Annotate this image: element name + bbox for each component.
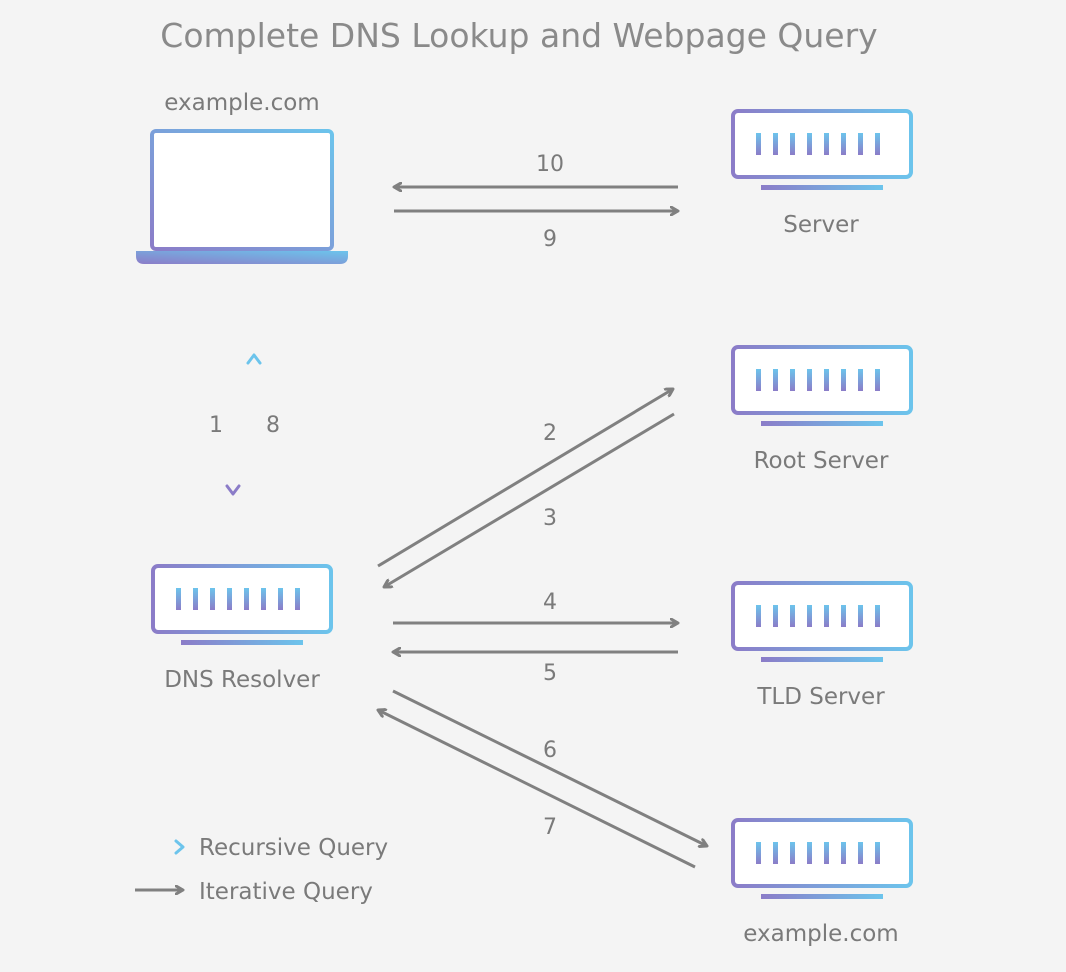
- legend-recursive-arrowhead: [174, 839, 185, 855]
- step-4-label: 4: [543, 590, 557, 615]
- step-8-label: 8: [266, 413, 280, 438]
- legend-recursive-label: Recursive Query: [199, 835, 388, 861]
- step-9-label: 9: [543, 227, 557, 252]
- authoritative-server-icon: [731, 818, 913, 900]
- tld-server-icon: [731, 581, 913, 663]
- step-6-label: 6: [543, 738, 557, 763]
- dns-resolver-icon: [151, 564, 333, 646]
- arrow-step-2: [377, 389, 673, 568]
- arrow-step-8-head: [246, 353, 262, 365]
- arrow-step-7: [378, 710, 696, 869]
- dns-resolver-label: DNS Resolver: [164, 667, 320, 693]
- arrow-step-3: [384, 412, 675, 587]
- laptop-icon: [136, 129, 348, 264]
- diagram-title: Complete DNS Lookup and Webpage Query: [160, 16, 877, 55]
- step-5-label: 5: [543, 661, 557, 686]
- root-server-icon: [731, 345, 913, 427]
- step-2-label: 2: [543, 421, 557, 446]
- arrow-step-6: [392, 689, 707, 846]
- root-server-label: Root Server: [754, 448, 889, 474]
- tld-server-label: TLD Server: [756, 684, 885, 710]
- step-1-label: 1: [209, 413, 223, 438]
- legend-iterative-label: Iterative Query: [199, 879, 373, 905]
- client-label: example.com: [164, 90, 319, 116]
- legend: Recursive Query Iterative Query: [135, 835, 388, 905]
- arrow-step-1-head: [225, 484, 241, 496]
- web-server-icon: [731, 109, 913, 191]
- step-10-label: 10: [536, 152, 564, 177]
- web-server-label: Server: [783, 212, 859, 238]
- step-7-label: 7: [543, 815, 557, 840]
- authoritative-server-label: example.com: [743, 921, 898, 947]
- step-3-label: 3: [543, 506, 557, 531]
